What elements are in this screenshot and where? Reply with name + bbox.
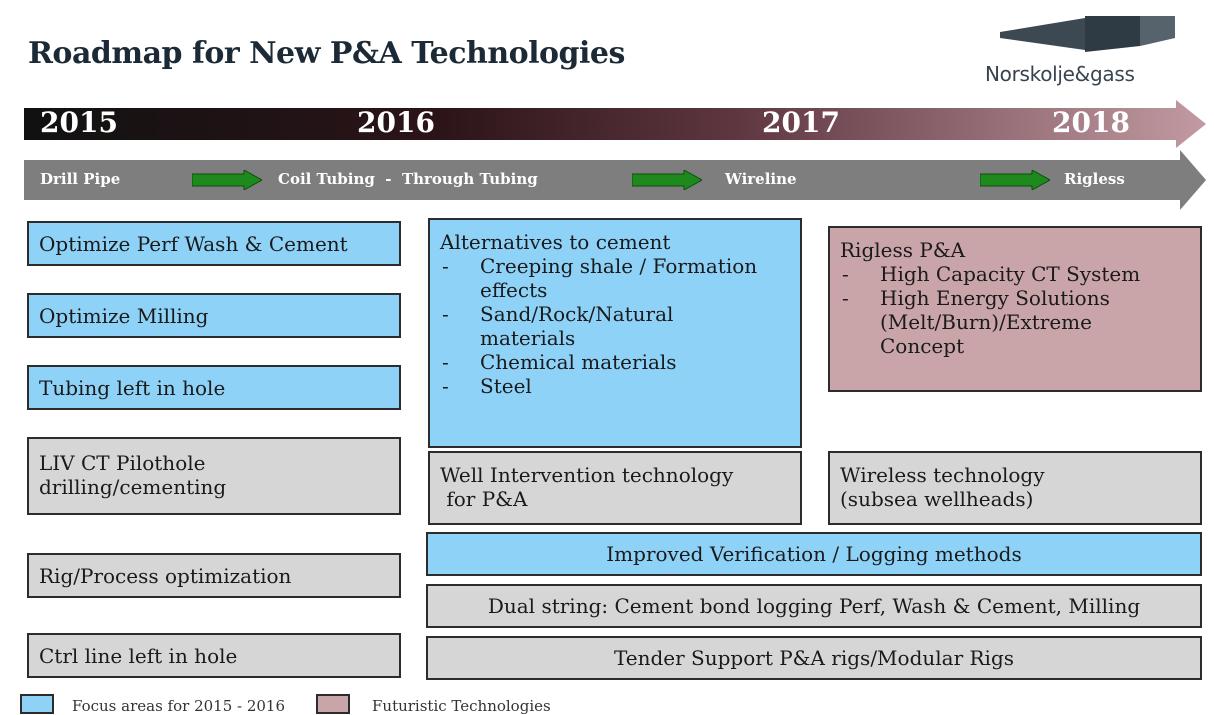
legend-label-focus: Focus areas for 2015 - 2016 xyxy=(72,697,286,715)
rigless-heading: Rigless P&A xyxy=(840,238,966,262)
box-well-intervention: Well Intervention technology for P&A xyxy=(428,451,802,525)
page-title: Roadmap for New P&A Technologies xyxy=(28,36,625,71)
year-timeline: 2015 2016 2017 2018 xyxy=(0,100,1214,150)
logo-text-bold: olje&gass xyxy=(1040,62,1135,86)
box-wireless-technology: Wireless technology (subsea wellheads) xyxy=(828,451,1202,525)
legend-swatch-focus xyxy=(20,694,54,714)
alt-item-text: Creeping shale / Formation xyxy=(480,254,758,278)
method-coil-through-tubing: Coil Tubing - Through Tubing xyxy=(278,170,538,188)
bullet-dash: - xyxy=(442,350,449,374)
box-tubing-left-in-hole: Tubing left in hole xyxy=(27,365,401,410)
legend-label-futuristic: Futuristic Technologies xyxy=(372,697,551,715)
alt-item-text: materials xyxy=(480,326,576,350)
box-ctrl-line-left-in-hole: Ctrl line left in hole xyxy=(27,633,401,678)
well-intervention-line: for P&A xyxy=(440,487,528,511)
wireless-line: (subsea wellheads) xyxy=(840,487,1034,511)
box-tender-support: Tender Support P&A rigs/Modular Rigs xyxy=(426,636,1202,680)
alt-item-text: Sand/Rock/Natural xyxy=(480,302,674,326)
wireless-line: Wireless technology xyxy=(840,463,1045,487)
well-intervention-line: Well Intervention technology xyxy=(440,463,734,487)
alt-item-text: Steel xyxy=(480,374,532,398)
year-2018: 2018 xyxy=(1052,106,1130,139)
box-liv-ct-pilothole: LIV CT Pilothole drilling/cementing xyxy=(27,437,401,515)
year-2015: 2015 xyxy=(40,106,118,139)
green-arrow-icon xyxy=(192,170,262,190)
bullet-dash: - xyxy=(842,262,849,286)
bullet-dash: - xyxy=(442,374,449,398)
rigless-item-text: High Energy Solutions xyxy=(880,286,1110,310)
alternatives-heading: Alternatives to cement xyxy=(440,230,671,254)
box-optimize-perf-wash: Optimize Perf Wash & Cement xyxy=(27,221,401,266)
year-2016: 2016 xyxy=(357,106,435,139)
norsk-olje-gass-logo: Norskolje&gass xyxy=(985,12,1185,92)
box-rigless-pa: Rigless P&A - High Capacity CT System - Hi… xyxy=(828,226,1202,392)
liv-ct-line: LIV CT Pilothole xyxy=(39,451,206,475)
box-optimize-milling: Optimize Milling xyxy=(27,293,401,338)
timeline-arrow-icon xyxy=(24,100,1206,148)
method-arrow-icon xyxy=(24,150,1206,210)
alt-item-text: Chemical materials xyxy=(480,350,677,374)
year-2017: 2017 xyxy=(762,106,840,139)
bullet-dash: - xyxy=(442,302,449,326)
legend-swatch-futuristic xyxy=(316,694,350,714)
box-rig-process-optimization: Rig/Process optimization xyxy=(27,553,401,598)
method-rigless: Rigless xyxy=(1064,170,1125,188)
box-dual-string: Dual string: Cement bond logging Perf, W… xyxy=(426,584,1202,628)
logo-text-light: Norsk xyxy=(985,62,1041,86)
box-alternatives-to-cement: Alternatives to cement - Creeping shale /… xyxy=(428,218,802,448)
rigless-item-text: High Capacity CT System xyxy=(880,262,1141,286)
rigless-item-text: (Melt/Burn)/Extreme xyxy=(880,310,1092,334)
rigless-item-text: Concept xyxy=(880,334,965,358)
bullet-dash: - xyxy=(442,254,449,278)
alt-item-text: effects xyxy=(480,278,548,302)
green-arrow-icon xyxy=(980,170,1050,190)
logo-wordmark: Norskolje&gass xyxy=(985,62,1135,86)
logo-mark-icon xyxy=(1000,16,1175,52)
bullet-dash: - xyxy=(842,286,849,310)
box-improved-verification: Improved Verification / Logging methods xyxy=(426,532,1202,576)
method-progression: Drill Pipe Coil Tubing - Through Tubing … xyxy=(0,150,1214,210)
method-drill-pipe: Drill Pipe xyxy=(40,170,121,188)
liv-ct-line: drilling/cementing xyxy=(39,475,227,499)
method-wireline: Wireline xyxy=(725,170,797,188)
green-arrow-icon xyxy=(632,170,702,190)
